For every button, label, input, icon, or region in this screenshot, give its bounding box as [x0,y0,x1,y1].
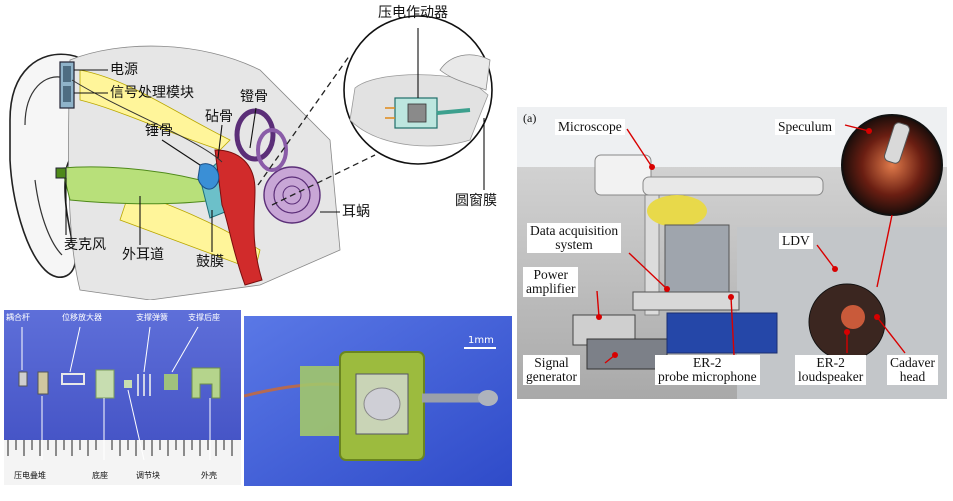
label-speculum: Speculum [775,119,835,136]
label-microscope: Microscope [555,119,625,136]
label-signal-line-2: generator [526,369,577,385]
panel-label: (a) [523,111,537,125]
label-piezo-stack: 压电叠堆 [14,471,46,480]
assembled-photo-image [244,316,512,486]
label-shell: 外壳 [201,471,217,480]
label-daq-line-1: Data acquisition [530,223,619,238]
label-power-amplifier: Power amplifier [523,267,579,298]
label-microphone: 麦克风 [64,237,106,253]
scale-bar-label: 1mm [468,335,494,346]
label-round-window: 圆窗膜 [455,193,497,209]
assembled-photo: 1mm [244,316,512,486]
label-adjust-block: 调节块 [136,471,160,480]
label-er2-spk-line-1: ER-2 [816,355,845,370]
label-cadaver-line-2: head [899,369,926,385]
microphone-icon [55,167,67,179]
label-coupling-rod: 耦合杆 [6,313,30,322]
label-data-acquisition-system: Data acquisition system [527,223,622,254]
label-eardrum: 鼓膜 [196,254,224,270]
label-power: 电源 [110,62,138,78]
label-ear-canal: 外耳道 [122,247,164,263]
label-er2-mic-line-2: probe microphone [658,369,757,385]
label-malleus: 锤骨 [145,123,173,139]
ear-diagram: 电源 信号处理模块 砧骨 锤骨 镫骨 耳蜗 麦克风 外耳道 鼓膜 压电作动器 圆… [0,0,520,300]
speculum-inset [841,114,943,216]
label-piezo-actuator: 压电作动器 [378,5,448,21]
label-stapes: 镫骨 [240,89,268,105]
label-cochlea: 耳蜗 [342,204,370,220]
label-signal-module: 信号处理模块 [110,85,194,101]
label-support-rear: 支撑后座 [188,313,220,322]
parts-photo: 耦合杆 位移放大器 支撑弹簧 支撑后座 压电叠堆 底座 调节块 外壳 [4,310,241,485]
label-incus: 砧骨 [205,109,233,125]
label-cadaver-line-1: Cadaver [890,355,935,370]
label-signal-generator: Signal generator [523,355,580,386]
parts-photo-image [4,310,241,485]
label-power-line-1: Power [533,267,568,282]
label-cadaver-head: Cadaver head [887,355,938,386]
label-power-line-2: amplifier [526,281,576,297]
label-ldv: LDV [779,233,813,250]
label-base: 底座 [92,471,108,480]
label-support-spring: 支撑弹簧 [136,313,168,322]
ear-illustration [9,15,493,300]
setup-photo: (a) Microscope Speculum Data acquisition… [517,107,947,399]
label-er2-loudspeaker: ER-2 loudspeaker [795,355,867,386]
label-er2-probe-microphone: ER-2 probe microphone [655,355,760,386]
label-er2-mic-line-1: ER-2 [693,355,722,370]
label-signal-line-1: Signal [534,355,569,370]
label-er2-spk-line-2: loudspeaker [798,369,864,385]
label-daq-line-2: system [555,237,593,253]
label-displacement-amplifier: 位移放大器 [62,313,102,322]
